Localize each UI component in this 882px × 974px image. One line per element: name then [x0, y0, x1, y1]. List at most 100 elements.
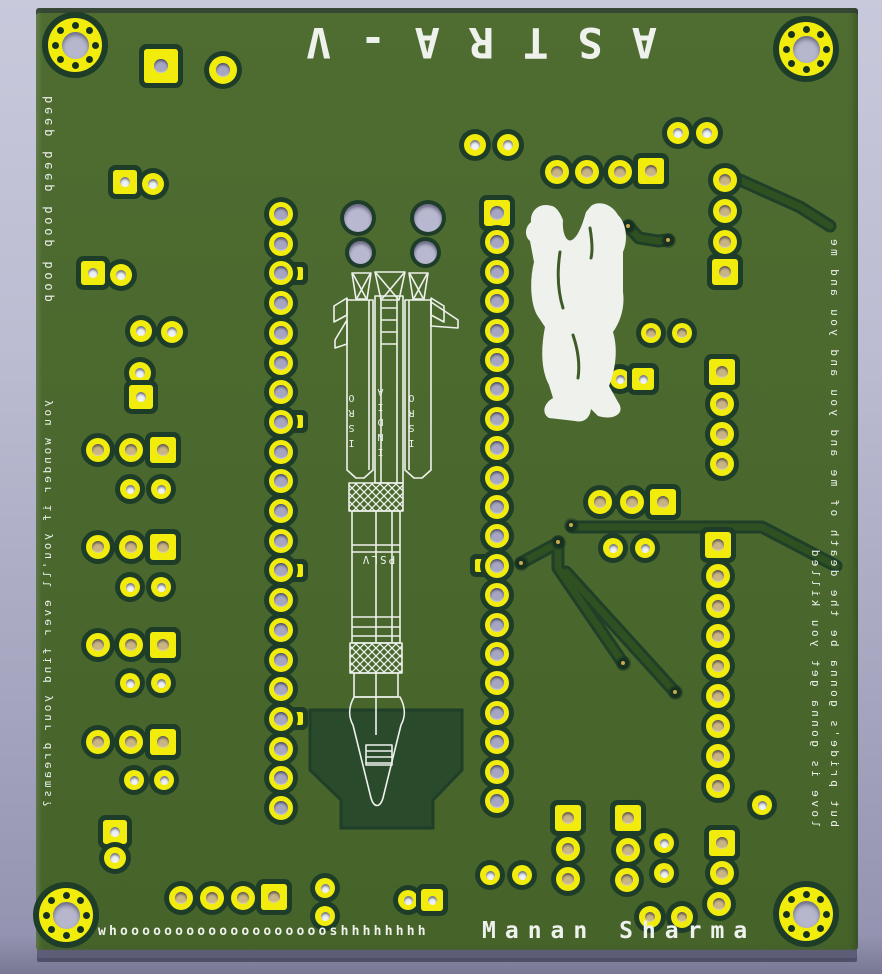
- through-hole-pad: [485, 436, 509, 461]
- through-hole-pad: [485, 348, 509, 372]
- stitching-via: [85, 27, 93, 35]
- through-hole-pad: [485, 759, 509, 784]
- stitching-via: [822, 910, 830, 918]
- through-hole-pad: [269, 558, 293, 583]
- through-hole-pad: [269, 588, 293, 613]
- through-hole-pad: [706, 594, 730, 618]
- through-hole-pad: [269, 291, 293, 316]
- through-hole-pad-square: [150, 437, 176, 463]
- through-hole-pad: [269, 706, 293, 731]
- stitching-via: [816, 924, 824, 932]
- through-hole-pad: [485, 289, 509, 314]
- stitching-via: [802, 25, 810, 33]
- via: [552, 536, 564, 548]
- stitching-via: [71, 61, 79, 69]
- through-hole-pad: [485, 700, 509, 725]
- through-hole-pad: [671, 906, 693, 928]
- via: [622, 220, 634, 232]
- through-hole-pad-square: [555, 805, 581, 831]
- stitching-via: [76, 925, 84, 933]
- stitching-via: [816, 31, 824, 39]
- through-hole-pad: [269, 499, 293, 523]
- through-hole-pad: [512, 865, 532, 885]
- through-hole-pad: [485, 524, 509, 549]
- stitching-via: [802, 930, 810, 938]
- through-hole-pad: [485, 583, 509, 608]
- through-hole-pad: [231, 886, 255, 910]
- through-hole-pad: [672, 323, 692, 343]
- through-hole-pad: [269, 380, 293, 405]
- through-hole-pad: [269, 320, 293, 345]
- through-hole-pad: [269, 231, 293, 256]
- through-hole-pad: [315, 878, 335, 898]
- pad-tab: [475, 559, 488, 573]
- through-hole-pad: [635, 538, 655, 558]
- through-hole-pad: [269, 528, 293, 553]
- stitching-via: [76, 897, 84, 905]
- stitching-via: [788, 59, 796, 67]
- through-hole-pad: [654, 863, 674, 883]
- through-hole-pad: [575, 160, 599, 184]
- through-hole-pad: [169, 886, 193, 910]
- through-hole-pad: [120, 673, 140, 693]
- through-hole-pad: [556, 867, 580, 891]
- through-hole-pad: [398, 890, 418, 910]
- through-hole-pad: [713, 230, 737, 254]
- through-hole-pad-square: [150, 729, 176, 755]
- stitching-via: [802, 890, 810, 898]
- through-hole-pad: [485, 406, 509, 431]
- through-hole-pad: [485, 465, 509, 490]
- copper-trace: [562, 568, 679, 696]
- through-hole-pad: [485, 553, 509, 578]
- stitching-via: [788, 896, 796, 904]
- through-hole-pad: [710, 452, 734, 476]
- through-hole-pad-square: [484, 200, 510, 226]
- through-hole-pad: [545, 160, 569, 184]
- through-hole-pad: [142, 173, 164, 195]
- through-hole-pad-square: [709, 359, 735, 385]
- through-hole-pad: [485, 259, 509, 284]
- through-hole-pad: [119, 535, 143, 559]
- through-hole-pad: [269, 409, 293, 434]
- through-hole-pad-square: [421, 889, 443, 911]
- through-hole-pad: [588, 490, 612, 514]
- stitching-via: [82, 911, 90, 919]
- copper-trace: [517, 540, 560, 567]
- copper-trace: [736, 176, 834, 230]
- through-hole-pad: [713, 199, 737, 223]
- rocket-label-pslv: PSLV: [360, 553, 396, 566]
- through-hole-pad-square: [712, 259, 738, 285]
- stitching-via: [788, 31, 796, 39]
- silkscreen-text-whoosh: whoooooooooooooooooooshhhhhhhh: [98, 924, 429, 939]
- through-hole-pad: [485, 789, 509, 813]
- copper-trace: [554, 538, 627, 667]
- through-hole-pad: [119, 633, 143, 657]
- stitching-via: [782, 45, 790, 53]
- through-hole-pad: [603, 538, 623, 558]
- stitching-via: [48, 925, 56, 933]
- through-hole-pad: [269, 617, 293, 642]
- through-hole-pad: [485, 612, 509, 637]
- stitching-via: [782, 910, 790, 918]
- through-hole-pad-square: [129, 385, 153, 409]
- through-hole-pad: [129, 362, 151, 384]
- through-hole-pad-square: [632, 368, 654, 390]
- through-hole-pad: [104, 847, 126, 869]
- through-hole-pad: [485, 377, 509, 402]
- non-plated-hole: [413, 240, 437, 264]
- through-hole-pad: [269, 766, 293, 791]
- pad-tab: [290, 712, 303, 726]
- through-hole-pad: [269, 647, 293, 672]
- through-hole-pad: [485, 230, 509, 255]
- pad-tab: [290, 415, 303, 429]
- through-hole-pad: [151, 673, 171, 693]
- through-hole-pad-square: [615, 805, 641, 831]
- silkscreen-text-pride: but pride's gonna be the death of me and…: [828, 235, 841, 827]
- pad-tab: [290, 563, 303, 577]
- through-hole-pad: [130, 320, 152, 342]
- stitching-via: [48, 897, 56, 905]
- through-hole-pad: [710, 422, 734, 446]
- through-hole-pad-square: [81, 261, 105, 285]
